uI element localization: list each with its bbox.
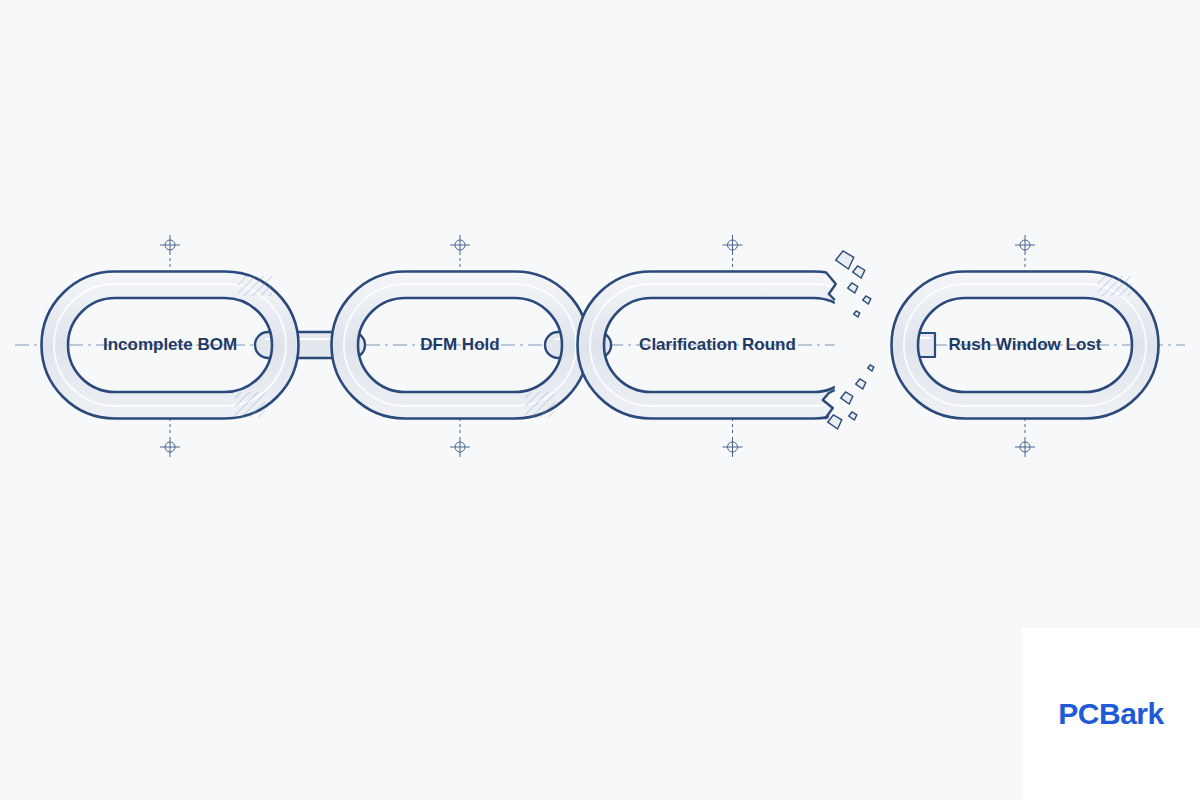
chain-link: Clarification Round (576, 270, 889, 420)
fragment (849, 412, 857, 420)
fragment (868, 365, 874, 371)
link-content: Incomplete BOM (40, 270, 300, 420)
fragment (841, 392, 853, 404)
link-content: Rush Window Lost (890, 270, 1160, 420)
fragment (828, 415, 842, 429)
link-ring (332, 272, 589, 419)
logo-text: PCBark (1058, 697, 1163, 731)
link-ring (892, 272, 1159, 419)
link-label: Clarification Round (639, 335, 796, 355)
chain-link: Rush Window Lost (890, 270, 1160, 420)
link-ring (42, 272, 299, 419)
logo-panel: PCBark (1022, 628, 1200, 800)
link-label: Rush Window Lost (949, 335, 1102, 355)
fragment (853, 266, 865, 278)
fragment (854, 311, 860, 317)
fragment (848, 283, 858, 293)
fragment (863, 296, 871, 304)
link-content: Clarification Round (576, 270, 889, 420)
link-label: DFM Hold (420, 335, 499, 355)
chain-link: Incomplete BOM (40, 270, 300, 420)
link-content: DFM Hold (330, 270, 590, 420)
fragment (856, 379, 866, 389)
link-label: Incomplete BOM (103, 335, 237, 355)
chain-link: DFM Hold (330, 270, 590, 420)
fragment (836, 251, 854, 269)
